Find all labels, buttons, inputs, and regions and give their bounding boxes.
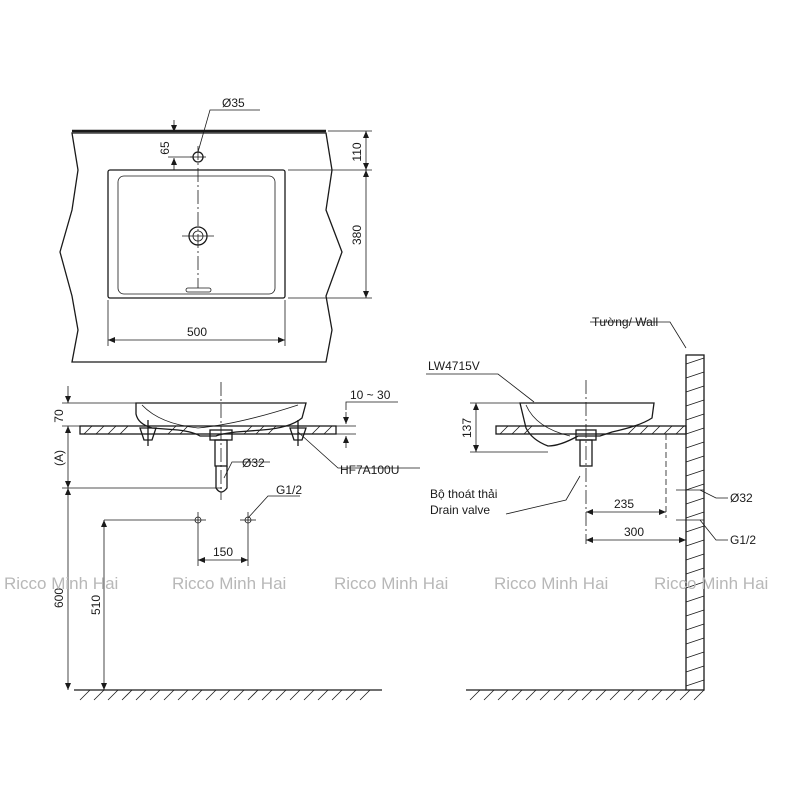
dim-235: 235 (614, 497, 634, 511)
dim-counter-thickness: 10 ~ 30 (350, 388, 391, 402)
dim-front-supply: G1/2 (276, 483, 302, 497)
watermark-row: Ricco Minh Hai Ricco Minh Hai Ricco Minh… (4, 574, 768, 593)
dim-hole-diameter: Ø35 (222, 96, 245, 110)
top-view: Ø35 65 110 380 500 (59, 96, 372, 363)
front-view: 70 (A) 600 510 10 ~ 30 HF7A100U Ø32 G1/2… (52, 382, 420, 701)
side-view: Tường/ Wall LW4715V 137 Bộ thoát thải Dr… (426, 315, 756, 701)
dim-hole-offset: 65 (158, 141, 172, 155)
dim-top-to-bowl: 110 (350, 142, 364, 161)
watermark-4: Ricco Minh Hai (494, 574, 608, 593)
drain-label-en: Drain valve (430, 503, 490, 517)
dim-side-drain: Ø32 (730, 491, 753, 505)
watermark-2: Ricco Minh Hai (172, 574, 286, 593)
dim-bowl-depth: 380 (350, 225, 364, 245)
watermark-3: Ricco Minh Hai (334, 574, 448, 593)
dim-a: (A) (52, 450, 66, 466)
dim-300: 300 (624, 525, 644, 539)
dim-floor-to-counter: 600 (52, 588, 66, 608)
part-mount-label: HF7A100U (340, 463, 399, 477)
wall-label: Tường/ Wall (592, 315, 658, 329)
dim-bowl-width: 500 (187, 325, 207, 339)
watermark-1: Ricco Minh Hai (4, 574, 118, 593)
dim-floor-to-supply: 510 (89, 595, 103, 615)
dim-side-supply: G1/2 (730, 533, 756, 547)
dim-front-height: 70 (52, 409, 66, 423)
dim-supply-spacing: 150 (213, 545, 233, 559)
drain-label-vi: Bộ thoát thải (430, 487, 497, 501)
model-label: LW4715V (428, 359, 480, 373)
dim-front-drain: Ø32 (242, 456, 265, 470)
watermark-5: Ricco Minh Hai (654, 574, 768, 593)
dim-side-height: 137 (460, 418, 474, 438)
